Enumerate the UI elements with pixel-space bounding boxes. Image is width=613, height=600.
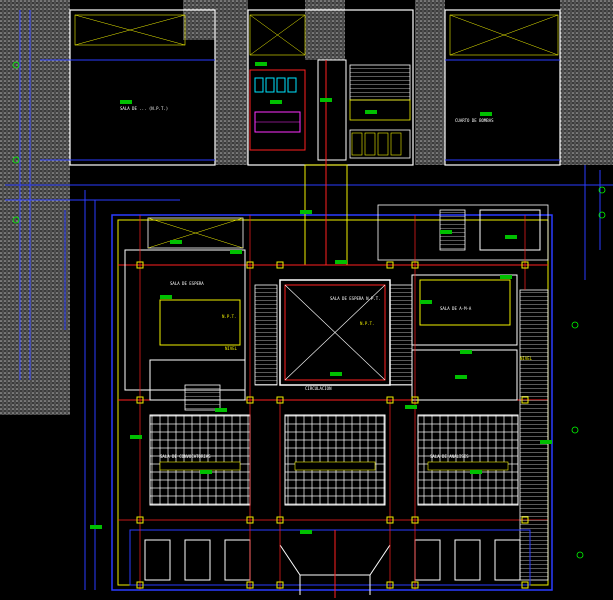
column-icon xyxy=(276,261,284,269)
column-icon xyxy=(136,396,144,404)
label-tag xyxy=(470,470,482,474)
column-icon xyxy=(276,396,284,404)
label-tag xyxy=(455,375,467,379)
label-tags xyxy=(90,62,552,534)
equipment-room xyxy=(249,59,411,161)
label-tag xyxy=(500,275,512,279)
label-tag xyxy=(300,210,312,214)
rooms xyxy=(124,209,541,401)
svg-text:N.P.T.: N.P.T. xyxy=(360,321,374,326)
label-tag xyxy=(365,110,377,114)
svg-text:SALA DE ... (N.P.T.): SALA DE ... (N.P.T.) xyxy=(120,106,168,111)
label-tag xyxy=(230,250,242,254)
svg-text:SALA DE A-M-A: SALA DE A-M-A xyxy=(440,306,472,311)
label-tag xyxy=(170,240,182,244)
column-icon xyxy=(411,396,419,404)
column-icon xyxy=(411,261,419,269)
svg-text:SALA DE ESPERA N.P.T.: SALA DE ESPERA N.P.T. xyxy=(330,296,381,301)
label-tag xyxy=(270,100,282,104)
column-icon xyxy=(411,516,419,524)
label-tag xyxy=(335,260,347,264)
label-tag xyxy=(440,230,452,234)
column-icon xyxy=(386,516,394,524)
tiled-halls xyxy=(149,414,519,506)
column-icon xyxy=(521,581,529,589)
stair-icon xyxy=(254,284,278,386)
column-icon xyxy=(521,516,529,524)
column-icon xyxy=(386,581,394,589)
bottom-facade xyxy=(129,529,531,598)
label-tag xyxy=(505,235,517,239)
label-tag xyxy=(120,100,132,104)
svg-text:SALA DE CONVOCATORIAS: SALA DE CONVOCATORIAS xyxy=(160,454,211,459)
svg-text:SALA DE ANALISIS: SALA DE ANALISIS xyxy=(430,454,469,459)
label-tag xyxy=(300,530,312,534)
stairs xyxy=(184,209,549,581)
label-tag xyxy=(215,408,227,412)
label-tag xyxy=(420,300,432,304)
top-dimension-lines xyxy=(5,10,613,590)
label-tag xyxy=(130,435,142,439)
column-icon xyxy=(136,261,144,269)
svg-text:SALA DE ESPERA: SALA DE ESPERA xyxy=(170,281,204,286)
column-icon xyxy=(386,261,394,269)
label-tag xyxy=(460,350,472,354)
svg-text:NIVEL: NIVEL xyxy=(520,356,533,361)
label-tag xyxy=(90,525,102,529)
column-icon xyxy=(521,396,529,404)
svg-text:NIVEL: NIVEL xyxy=(225,346,238,351)
label-tag xyxy=(200,470,212,474)
column-icon xyxy=(246,261,254,269)
column-icon xyxy=(386,396,394,404)
label-tag xyxy=(160,295,172,299)
column-icon xyxy=(246,581,254,589)
room-labels: SALA DE ... (N.P.T.) CUARTO DE BOMBAS SA… xyxy=(120,106,533,459)
label-tag xyxy=(480,112,492,116)
column-icon xyxy=(136,516,144,524)
label-tag xyxy=(255,62,267,66)
grid-bubble-icon xyxy=(12,61,20,69)
column-icon xyxy=(246,396,254,404)
label-tag xyxy=(320,98,332,102)
top-retaining-walls xyxy=(0,0,613,415)
svg-text:CIRCULACION: CIRCULACION xyxy=(305,386,332,391)
column-icon xyxy=(276,581,284,589)
column-icon xyxy=(136,581,144,589)
label-tag xyxy=(540,440,552,444)
columns xyxy=(136,261,529,589)
svg-text:CUARTO DE BOMBAS: CUARTO DE BOMBAS xyxy=(455,118,494,123)
column-icon xyxy=(411,581,419,589)
column-icon xyxy=(276,516,284,524)
label-tag xyxy=(405,405,417,409)
main-building-outline xyxy=(111,204,553,591)
grid-bubbles xyxy=(12,61,606,559)
column-icon xyxy=(521,261,529,269)
label-tag xyxy=(330,372,342,376)
column-icon xyxy=(246,516,254,524)
svg-text:N.P.T.: N.P.T. xyxy=(222,314,236,319)
